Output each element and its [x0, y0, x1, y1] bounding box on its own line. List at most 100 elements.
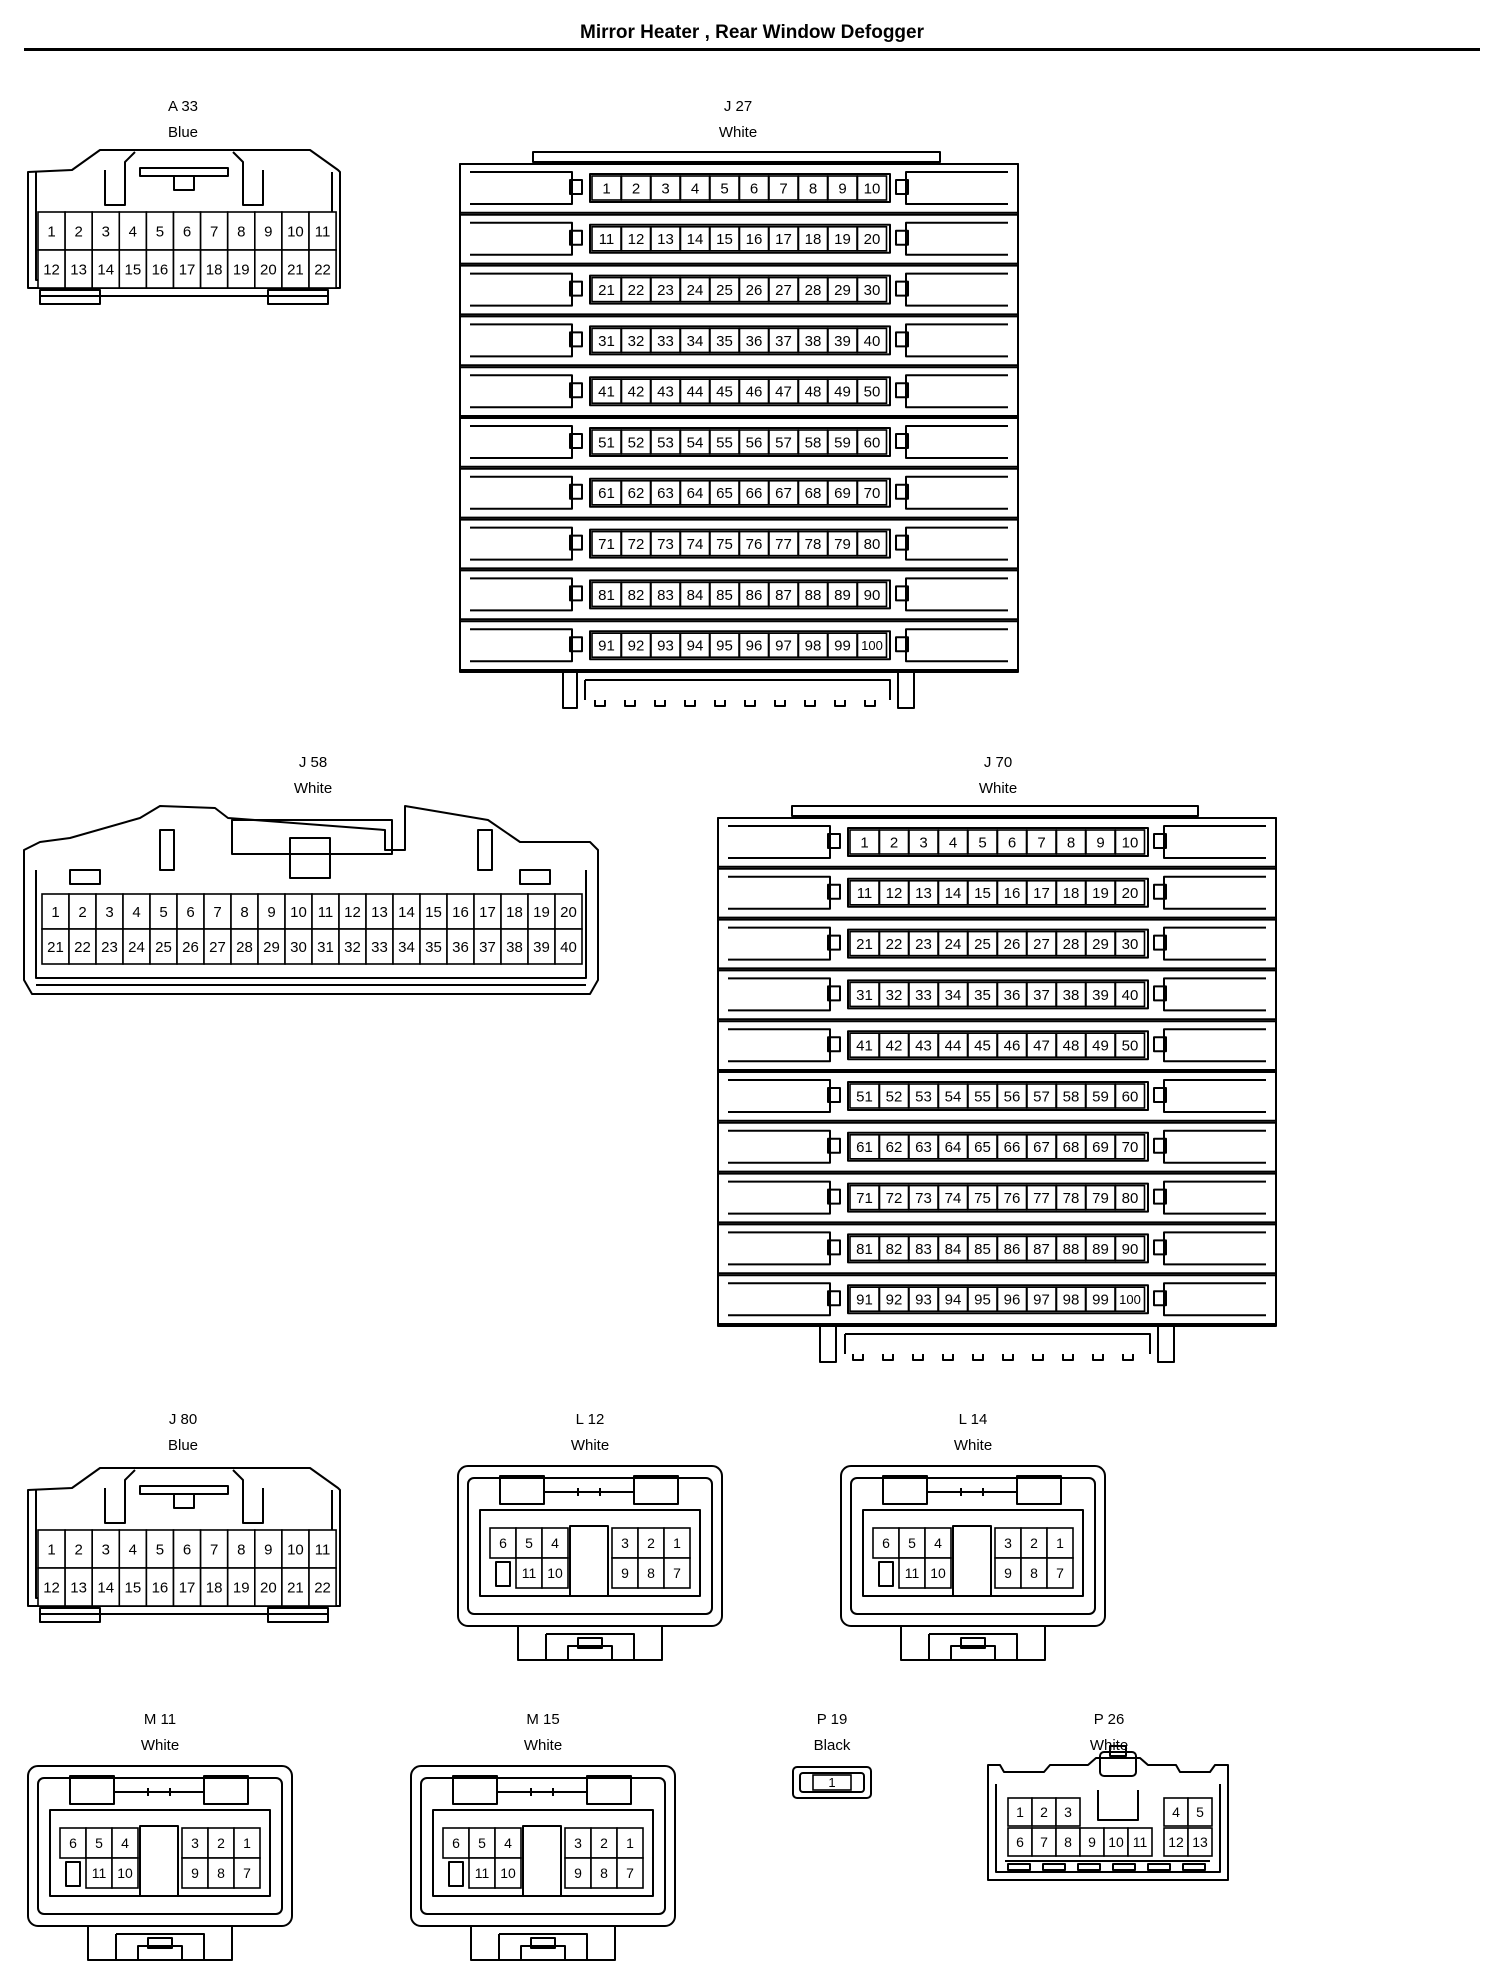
- j27-pin-92: 92: [620, 632, 652, 659]
- j70-pin-57-label: 57: [1033, 1088, 1050, 1105]
- l12-pin-1: 1: [663, 1527, 691, 1559]
- connector-m11-id: M 11: [143, 1711, 177, 1728]
- j58-pin-15-label: 15: [425, 904, 442, 921]
- j70-pin-92: 92: [878, 1286, 910, 1312]
- j27-pin-42-label: 42: [628, 384, 645, 401]
- j70-pin-96-label: 96: [1004, 1292, 1021, 1309]
- j27-pin-60-label: 60: [864, 434, 881, 451]
- j70-pin-32-label: 32: [886, 987, 903, 1004]
- j70-pin-50: 50: [1114, 1032, 1146, 1058]
- j70-pin-79: 79: [1085, 1184, 1116, 1211]
- m15-pin-9-label: 9: [574, 1865, 582, 1881]
- j58-pin-22: 22: [68, 928, 97, 965]
- j58-pin-15: 15: [419, 893, 448, 930]
- j58-pin-23: 23: [95, 928, 124, 965]
- j58-pin-5-label: 5: [159, 904, 167, 921]
- m11-pin-1: 1: [233, 1827, 261, 1859]
- j70-pin-35: 35: [967, 981, 998, 1008]
- l12-pin-3: 3: [611, 1527, 639, 1559]
- connector-a33-id: A 33: [167, 98, 199, 115]
- j70-pin-78: 78: [1055, 1184, 1087, 1211]
- p26-pin-1: 1: [1007, 1797, 1033, 1827]
- a33-pin-19: 19: [226, 249, 256, 289]
- j70-pin-78-label: 78: [1063, 1190, 1080, 1207]
- j70-pin-33-label: 33: [915, 987, 932, 1004]
- j70-pin-15-label: 15: [974, 885, 991, 902]
- j70-pin-9-label: 9: [1096, 834, 1104, 851]
- p26-pin-7: 7: [1031, 1827, 1057, 1857]
- j27-pin-83: 83: [650, 581, 681, 608]
- l12-pin-3-label: 3: [621, 1535, 629, 1551]
- m15-pin-2-label: 2: [600, 1835, 608, 1851]
- j27-pin-65: 65: [709, 479, 740, 506]
- a33-pin-9-label: 9: [264, 223, 272, 240]
- j58-pin-26: 26: [176, 928, 205, 965]
- j27-pin-71-label: 71: [598, 536, 615, 553]
- j27-pin-70: 70: [856, 479, 888, 506]
- j27-pin-74: 74: [679, 530, 711, 557]
- j70-pin-22: 22: [878, 930, 910, 957]
- l12-pin-7-label: 7: [673, 1565, 681, 1581]
- p26-pin-9: 9: [1079, 1827, 1105, 1857]
- l12-pin-5: 5: [515, 1527, 543, 1559]
- j58-pin-12: 12: [338, 893, 367, 930]
- j27-pin-61-label: 61: [598, 485, 615, 502]
- connector-p26-housing: [987, 1745, 1229, 1881]
- l14-pin-5: 5: [898, 1527, 926, 1559]
- a33-pin-12-label: 12: [43, 261, 60, 278]
- j58-pin-10: 10: [284, 893, 313, 930]
- connector-p26-color: White: [1089, 1737, 1129, 1754]
- j58-pin-1-label: 1: [51, 904, 59, 921]
- j27-pin-5: 5: [709, 175, 740, 201]
- connector-l14-id: L 14: [958, 1411, 988, 1428]
- m15-pin-5-label: 5: [478, 1835, 486, 1851]
- j27-pin-10: 10: [856, 175, 888, 201]
- j27-pin-70-label: 70: [864, 485, 881, 502]
- j80-pin-18: 18: [199, 1567, 229, 1607]
- j27-pin-84: 84: [679, 581, 711, 608]
- j70-pin-13-label: 13: [915, 885, 932, 902]
- j70-pin-4: 4: [937, 829, 969, 855]
- a33-pin-12: 12: [37, 249, 66, 289]
- j58-pin-17: 17: [473, 893, 502, 930]
- j27-pin-15-label: 15: [716, 231, 733, 248]
- j70-pin-91-label: 91: [856, 1292, 873, 1309]
- j70-pin-34: 34: [937, 981, 969, 1008]
- j27-pin-50-label: 50: [864, 384, 881, 401]
- j70-pin-73-label: 73: [915, 1190, 932, 1207]
- m15-pin-7: 7: [616, 1857, 644, 1889]
- p26-pin-6: 6: [1007, 1827, 1033, 1857]
- j27-pin-59-label: 59: [834, 434, 851, 451]
- j70-pin-50-label: 50: [1122, 1038, 1139, 1055]
- j70-pin-30-label: 30: [1122, 936, 1139, 953]
- j80-pin-22: 22: [308, 1567, 337, 1607]
- j58-pin-26-label: 26: [182, 939, 199, 956]
- j80-pin-14-label: 14: [97, 1579, 114, 1596]
- j70-pin-26: 26: [996, 930, 1028, 957]
- j27-pin-89: 89: [827, 581, 858, 608]
- j80-pin-4-label: 4: [129, 1541, 137, 1558]
- j27-pin-82-label: 82: [628, 587, 645, 604]
- j27-pin-88: 88: [797, 581, 829, 608]
- j70-pin-81-label: 81: [856, 1241, 873, 1258]
- j80-pin-17: 17: [172, 1567, 202, 1607]
- j58-pin-21-label: 21: [47, 939, 64, 956]
- a33-pin-21: 21: [281, 249, 310, 289]
- l14-pin-2: 2: [1020, 1527, 1048, 1559]
- j58-pin-27-label: 27: [209, 939, 226, 956]
- j70-pin-41-label: 41: [856, 1038, 873, 1055]
- m15-pin-1-label: 1: [626, 1835, 634, 1851]
- a33-pin-6-label: 6: [183, 223, 191, 240]
- j58-pin-38-label: 38: [506, 939, 523, 956]
- j80-pin-9-label: 9: [264, 1541, 272, 1558]
- l14-pin-1-label: 1: [1056, 1535, 1064, 1551]
- j58-pin-2-label: 2: [78, 904, 86, 921]
- j70-pin-19-label: 19: [1092, 885, 1109, 902]
- j27-pin-75: 75: [709, 530, 740, 557]
- a33-pin-13-label: 13: [70, 261, 87, 278]
- m15-pin-8: 8: [590, 1857, 618, 1889]
- j70-pin-29-label: 29: [1092, 936, 1109, 953]
- j70-pin-27: 27: [1026, 930, 1057, 957]
- j70-pin-24: 24: [937, 930, 969, 957]
- j70-pin-84-label: 84: [945, 1241, 962, 1258]
